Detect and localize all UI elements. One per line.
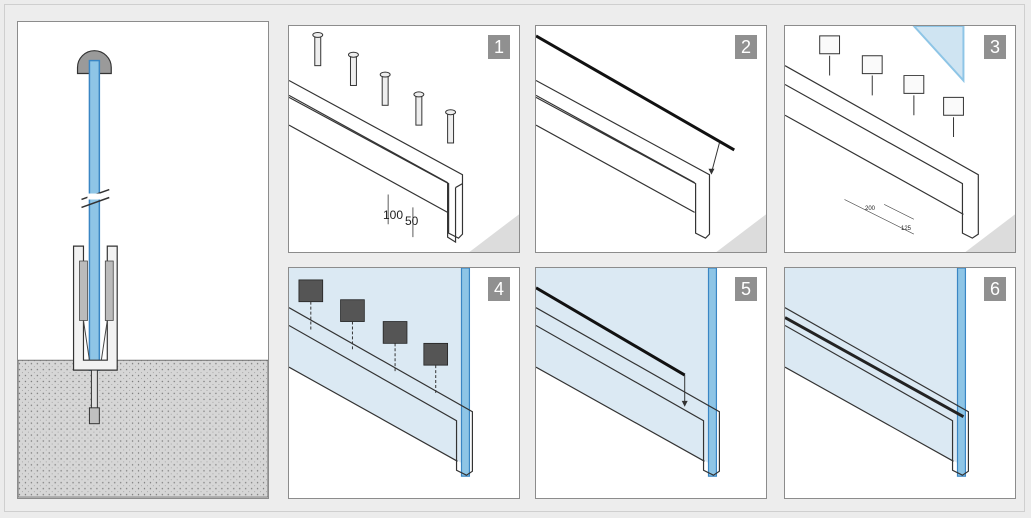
step-number-badge: 6: [984, 277, 1006, 301]
step-number-badge: 3: [984, 35, 1006, 59]
dimension-label-125: 125: [901, 226, 912, 232]
section-view-panel: [17, 21, 269, 499]
glass-panel-edge: [460, 268, 471, 477]
instruction-sheet: 1 100 50 2 3: [4, 4, 1025, 512]
profile-rail: [289, 79, 464, 239]
step-panel-3: 3 200 125: [784, 25, 1016, 253]
step-panel-4: 4: [288, 267, 520, 499]
step-4-drawing: [289, 268, 473, 477]
glass-panel-corner: [912, 26, 965, 84]
dimension-label-200: 200: [865, 206, 876, 212]
step-1-drawing: [289, 31, 519, 252]
floor-hatch: [18, 359, 268, 498]
gasket-strip: [536, 34, 736, 152]
step-number-badge: 2: [735, 35, 757, 59]
dimension-label-50: 50: [405, 214, 419, 228]
glass-panel-edge: [956, 268, 967, 477]
dimension-label-100: 100: [383, 208, 404, 222]
spacer-block-icon: [819, 35, 964, 116]
rubber-wedge-icon: [298, 279, 449, 366]
gasket-strip: [536, 286, 686, 377]
down-arrow-icon: [710, 142, 720, 173]
glass-panel-edge: [707, 268, 718, 477]
step-number-badge: 1: [488, 35, 510, 59]
step-6-drawing: [785, 268, 969, 477]
step-panel-2: 2: [535, 25, 767, 253]
step-5-drawing: [536, 268, 720, 477]
step-number-badge: 4: [488, 277, 510, 301]
step-3-drawing: [785, 26, 1015, 252]
step-2-drawing: [536, 34, 766, 252]
step-panel-5: 5: [535, 267, 767, 499]
glass-panel-section: [88, 59, 101, 371]
section-view-drawing: [18, 50, 268, 498]
step-number-badge: 5: [735, 277, 757, 301]
step-panel-6: 6: [784, 267, 1016, 499]
screw-icon: [312, 31, 457, 144]
step-panel-1: 1 100 50: [288, 25, 520, 253]
